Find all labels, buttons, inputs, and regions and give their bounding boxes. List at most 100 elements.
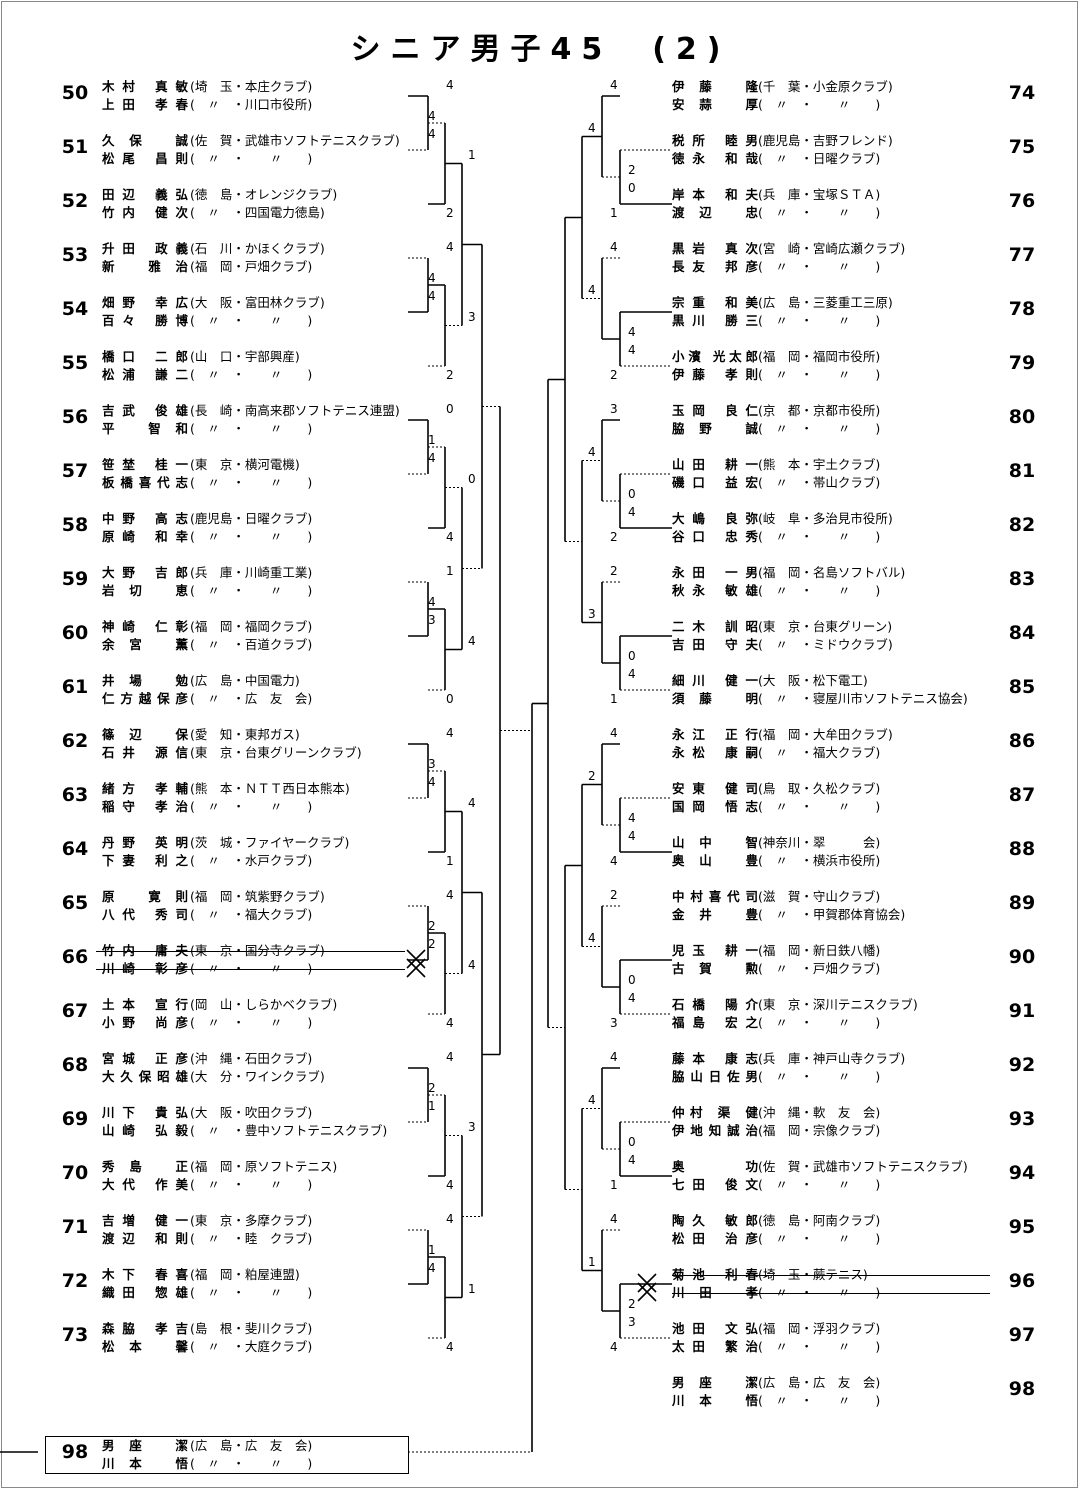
player-affiliation: (福 岡・大牟田クラブ) bbox=[758, 727, 893, 742]
player-name: 宗重 和美 bbox=[672, 295, 758, 310]
strike-line bbox=[672, 1275, 990, 1276]
score-label: 4 bbox=[468, 633, 476, 648]
player-affiliation: ( 〃 ・豊中ソフトテニスクラブ) bbox=[190, 1123, 388, 1138]
score-label: 0 bbox=[628, 973, 636, 987]
score-label: 2 bbox=[628, 163, 636, 177]
score-label: 4 bbox=[446, 888, 454, 902]
player-affiliation: (佐 賀・武雄市ソフトテニスクラブ) bbox=[190, 133, 400, 148]
score-label: 0 bbox=[628, 487, 636, 501]
player-name: 藤本 康志 bbox=[672, 1051, 758, 1066]
player-affiliation: (福 岡・福岡市役所) bbox=[758, 349, 881, 364]
player-affiliation: ( 〃 ・ 〃 ) bbox=[758, 1285, 881, 1300]
player-affiliation: ( 〃 ・ 〃 ) bbox=[190, 367, 313, 382]
score-label: 2 bbox=[428, 937, 436, 951]
entry-number: 63 bbox=[61, 784, 89, 806]
player-name: 伊地知誠治 bbox=[672, 1123, 758, 1138]
score-label: 4 bbox=[446, 78, 454, 92]
score-label: 4 bbox=[428, 451, 436, 465]
player-name: 稲守 孝治 bbox=[102, 799, 188, 814]
player-affiliation: ( 〃 ・広 友 会) bbox=[190, 691, 313, 706]
player-name: 平 智和 bbox=[102, 421, 188, 436]
score-label: 0 bbox=[628, 649, 636, 663]
entry-number: 84 bbox=[1008, 622, 1036, 644]
player-name: 男座 潔 bbox=[672, 1375, 758, 1390]
player-name: 松田 治彦 bbox=[672, 1231, 758, 1246]
player-affiliation: ( 〃 ・甲賀郡体育協会) bbox=[758, 907, 906, 922]
score-label: 4 bbox=[428, 595, 436, 609]
player-affiliation: ( 〃 ・ 〃 ) bbox=[758, 1393, 881, 1408]
entry-number: 92 bbox=[1008, 1054, 1036, 1076]
player-name: 古賀 勲 bbox=[672, 961, 758, 976]
final-entry-box bbox=[45, 1436, 409, 1474]
player-name: 児玉 耕一 bbox=[672, 943, 758, 958]
player-affiliation: ( 〃 ・大庭クラブ) bbox=[190, 1339, 313, 1354]
player-name: 山中 智 bbox=[672, 835, 758, 850]
player-name: 竹内 健次 bbox=[102, 205, 188, 220]
player-name: 原崎 和幸 bbox=[102, 529, 188, 544]
player-name: 小濱 光太郎 bbox=[672, 349, 758, 364]
player-affiliation: ( 〃 ・福大クラブ) bbox=[190, 907, 313, 922]
score-label: 4 bbox=[428, 775, 436, 789]
entry-number: 93 bbox=[1008, 1108, 1036, 1130]
score-label: 4 bbox=[446, 1340, 454, 1354]
entry-number: 58 bbox=[61, 514, 89, 536]
player-name: 伊藤 隆 bbox=[672, 79, 758, 94]
player-affiliation: (岐 阜・多治見市役所) bbox=[758, 511, 893, 526]
entry-number: 66 bbox=[61, 946, 89, 968]
player-affiliation: ( 〃 ・ 〃 ) bbox=[190, 151, 313, 166]
entry-number: 80 bbox=[1008, 406, 1036, 428]
bracket-line bbox=[637, 1273, 657, 1293]
entry-number: 83 bbox=[1008, 568, 1036, 590]
player-name: 石橋 陽介 bbox=[672, 997, 758, 1012]
score-label: 3 bbox=[610, 402, 618, 416]
entry-number: 51 bbox=[61, 136, 89, 158]
player-name: 松尾 昌則 bbox=[102, 151, 188, 166]
score-label: 1 bbox=[446, 564, 454, 578]
player-affiliation: ( 〃 ・ 〃 ) bbox=[190, 529, 313, 544]
player-name: 渡辺 忠 bbox=[672, 205, 758, 220]
player-name: 奥 功 bbox=[672, 1159, 758, 1174]
player-affiliation: ( 〃 ・川口市役所) bbox=[190, 97, 313, 112]
player-affiliation: ( 〃 ・ 〃 ) bbox=[758, 1015, 881, 1030]
player-affiliation: (広 島・中国電力) bbox=[190, 673, 300, 688]
player-affiliation: (東 京・国分寺クラブ) bbox=[190, 943, 325, 958]
player-affiliation: ( 〃 ・ 〃 ) bbox=[190, 421, 313, 436]
player-name: 細川 健一 bbox=[672, 673, 758, 688]
player-affiliation: ( 〃 ・睦 クラブ) bbox=[190, 1231, 313, 1246]
score-label: 4 bbox=[628, 667, 636, 681]
bracket-line bbox=[406, 949, 426, 969]
score-label: 4 bbox=[446, 530, 454, 544]
entry-number: 96 bbox=[1008, 1270, 1036, 1292]
player-name: 石井 源信 bbox=[102, 745, 188, 760]
score-label: 3 bbox=[610, 1016, 618, 1030]
entry-number: 61 bbox=[61, 676, 89, 698]
entry-number: 95 bbox=[1008, 1216, 1036, 1238]
player-affiliation: (福 岡・原ソフトテニス) bbox=[190, 1159, 338, 1174]
score-label: 4 bbox=[610, 726, 618, 740]
player-affiliation: (徳 島・阿南クラブ) bbox=[758, 1213, 881, 1228]
score-label: 4 bbox=[628, 1153, 636, 1167]
player-affiliation: (沖 縄・軟 友 会) bbox=[758, 1105, 881, 1120]
player-name: 黒岩 真次 bbox=[672, 241, 758, 256]
player-name: 菊池 利春 bbox=[672, 1267, 758, 1282]
player-name: 脇山日佐男 bbox=[672, 1069, 758, 1084]
bracket-line bbox=[637, 1282, 657, 1302]
player-affiliation: (沖 縄・石田クラブ) bbox=[190, 1051, 313, 1066]
score-label: 0 bbox=[628, 1135, 636, 1149]
